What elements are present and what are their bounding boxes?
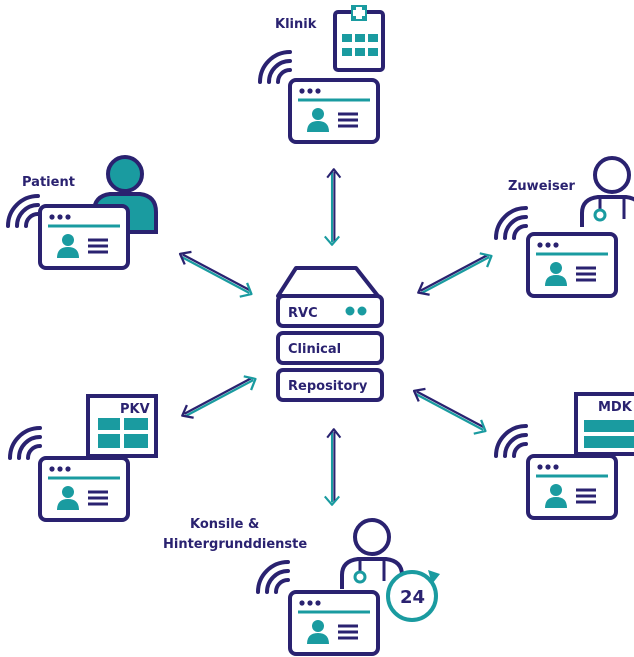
node-zuweiser: Zuweiser	[494, 156, 634, 298]
status-light-icon	[345, 306, 355, 316]
node-konsile: Konsile & Hintergrunddienste 24	[163, 517, 440, 656]
node-klinik: Klinik	[258, 5, 385, 144]
status-light-icon	[357, 306, 367, 316]
konsile-label-line1: Konsile &	[190, 517, 259, 532]
document-icon	[574, 392, 634, 456]
patient-arrow	[174, 246, 257, 303]
mdk-arrow	[408, 383, 491, 440]
screen-icon	[288, 78, 380, 144]
screen-icon	[38, 204, 130, 270]
zuweiser-label: Zuweiser	[508, 179, 576, 194]
konsile-arrow	[323, 428, 342, 506]
konsile-label-line2: Hintergrunddienste	[163, 537, 307, 552]
wifi-icon	[258, 50, 292, 84]
document-icon	[86, 394, 158, 458]
patient-label: Patient	[22, 175, 75, 190]
screen-icon	[38, 456, 130, 522]
pkv-arrow	[177, 369, 261, 426]
wifi-icon	[494, 424, 528, 458]
klinik-label: Klinik	[275, 17, 317, 32]
repository-label: Repository	[288, 379, 368, 394]
node-pkv: PKV	[8, 394, 158, 522]
zuweiser-arrow	[413, 246, 497, 303]
doctor-icon	[580, 156, 634, 229]
klinik-arrow	[323, 168, 342, 246]
rvc-label: RVC	[288, 306, 318, 321]
mdk-label: MDK	[598, 400, 633, 415]
wifi-icon	[6, 194, 40, 228]
24h-badge-text: 24	[400, 587, 425, 608]
hospital-icon	[333, 5, 385, 72]
pkv-label: PKV	[120, 402, 150, 417]
screen-icon	[288, 590, 380, 656]
screen-icon	[526, 232, 618, 298]
rvc-server: RVC Clinical Repository	[276, 266, 384, 402]
clinical-label: Clinical	[288, 342, 341, 357]
24h-badge-icon: 24	[386, 570, 440, 622]
wifi-icon	[494, 206, 528, 240]
wifi-icon	[256, 560, 290, 594]
screen-icon	[526, 454, 618, 520]
node-mdk: MDK	[494, 392, 634, 520]
node-patient: Patient	[6, 155, 158, 270]
wifi-icon	[8, 426, 42, 460]
